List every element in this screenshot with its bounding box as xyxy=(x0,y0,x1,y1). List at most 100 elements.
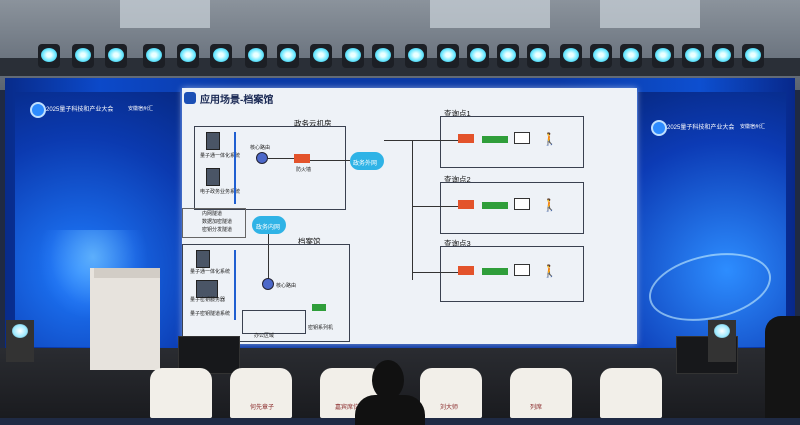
right-banner-title: 2025量子科技和产业大会 xyxy=(667,125,735,131)
seat-label: 嘉宾席位 xyxy=(335,405,360,411)
gov-room-label: 政务云机房 xyxy=(294,119,332,128)
core-router2-label: 核心路由 xyxy=(276,283,297,289)
quantum-machine-label: 量子通一体化系统 xyxy=(200,153,241,159)
archive-biz-label: 电子政务业务系统 xyxy=(200,189,241,195)
ceiling-window xyxy=(430,0,550,28)
left-banner-sub: 安徽宿州汇 xyxy=(128,106,154,112)
rack-line xyxy=(234,250,236,320)
link-line xyxy=(412,206,458,207)
legend-box xyxy=(182,208,246,238)
archive-box xyxy=(182,244,350,342)
point1-box xyxy=(440,116,584,168)
firewall-icon xyxy=(294,154,310,163)
stage-light-icon xyxy=(467,44,489,68)
stage-light-icon xyxy=(620,44,642,68)
office-area-label: 办公区域 xyxy=(254,333,275,339)
audience-chair xyxy=(230,368,292,418)
gov-external-label: 政务外网 xyxy=(353,161,378,167)
stage-light-icon xyxy=(143,44,165,68)
person-icon: 🚶 xyxy=(542,132,557,146)
stage-light-icon xyxy=(652,44,674,68)
server-icon xyxy=(206,168,220,186)
stage-light-icon xyxy=(742,44,764,68)
link-line xyxy=(268,158,294,159)
point1-label: 查询点1 xyxy=(444,109,471,118)
seat-label: 何先章子 xyxy=(250,405,275,411)
person-icon: 🚶 xyxy=(542,264,557,278)
slide-title: 应用场景-档案馆 xyxy=(200,95,274,106)
slide-logo-icon xyxy=(184,92,196,104)
legend-item: 内网隧道 xyxy=(202,211,223,217)
server-icon xyxy=(196,250,210,268)
stage-light-icon xyxy=(210,44,232,68)
quantum-gateway-label: 量子密钥服务器 xyxy=(190,297,226,303)
conference-logo-icon xyxy=(30,102,46,118)
office-area-box xyxy=(242,310,306,334)
stage-light-icon xyxy=(105,44,127,68)
stage-light-icon xyxy=(245,44,267,68)
seat-label: 刘大师 xyxy=(440,405,459,411)
podium xyxy=(90,268,160,370)
firewall-icon xyxy=(458,200,474,209)
encryption-device-icon xyxy=(482,202,508,209)
audience-person-right xyxy=(765,316,800,418)
firewall-icon xyxy=(458,134,474,143)
stage-light-icon xyxy=(72,44,94,68)
floor-light-icon xyxy=(708,320,736,362)
audience-head xyxy=(372,360,404,400)
point3-box xyxy=(440,246,584,302)
audience-shoulders xyxy=(355,395,425,425)
conference-logo-icon xyxy=(651,120,667,136)
link-line xyxy=(268,234,269,284)
archive-label: 档案馆 xyxy=(298,237,321,246)
point3-label: 查询点3 xyxy=(444,239,471,248)
stage-light-icon xyxy=(497,44,519,68)
stage-light-icon xyxy=(712,44,734,68)
person-icon: 🚶 xyxy=(542,198,557,212)
stage-light-icon xyxy=(527,44,549,68)
podium-top xyxy=(94,268,160,278)
presentation-slide: 应用场景-档案馆 政务云机房 量子通一体化系统 电子政务业务系统 核心路由 防火… xyxy=(182,88,637,344)
link-line xyxy=(310,160,350,161)
stage-light-icon xyxy=(405,44,427,68)
vpn-label: 密钥系列机 xyxy=(308,325,334,331)
audience-chair xyxy=(510,368,572,418)
legend-item: 数据加密隧道 xyxy=(202,219,233,225)
stage-light-icon xyxy=(437,44,459,68)
stage-light-icon xyxy=(277,44,299,68)
link-line xyxy=(412,140,458,141)
stage-light-icon xyxy=(682,44,704,68)
rack-line xyxy=(234,132,236,204)
firewall-icon xyxy=(458,266,474,275)
stage-light-icon xyxy=(177,44,199,68)
router-icon xyxy=(256,152,268,164)
quantum-link-label: 量子密钥隧道系统 xyxy=(190,311,231,317)
pc-icon xyxy=(514,198,530,210)
link-line xyxy=(412,140,413,280)
quantum-line-label: 量子通一体化系统 xyxy=(190,269,231,275)
stage-light-icon xyxy=(560,44,582,68)
stage-light-icon xyxy=(342,44,364,68)
stage-light-icon xyxy=(38,44,60,68)
audience-chair xyxy=(420,368,482,418)
seat-label: 列席 xyxy=(530,405,543,411)
right-banner-sub: 安徽宿州汇 xyxy=(740,124,766,130)
encryption-device-icon xyxy=(482,268,508,275)
link-line xyxy=(412,272,458,273)
ceiling-window xyxy=(600,0,700,28)
firewall-label: 防火墙 xyxy=(296,167,312,173)
point2-label: 查询点2 xyxy=(444,175,471,184)
stage-light-icon xyxy=(372,44,394,68)
server-icon xyxy=(196,280,218,298)
server-icon xyxy=(206,132,220,150)
gov-room-box xyxy=(194,126,346,210)
pc-icon xyxy=(514,264,530,276)
audience-chair xyxy=(600,368,662,418)
encryption-device-icon xyxy=(482,136,508,143)
core-router-label: 核心路由 xyxy=(250,145,271,151)
left-banner-title: 2025量子科技和产业大会 xyxy=(46,107,114,113)
stage-light-icon xyxy=(310,44,332,68)
pc-icon xyxy=(514,132,530,144)
encryption-device-icon xyxy=(312,304,326,311)
point2-box xyxy=(440,182,584,234)
